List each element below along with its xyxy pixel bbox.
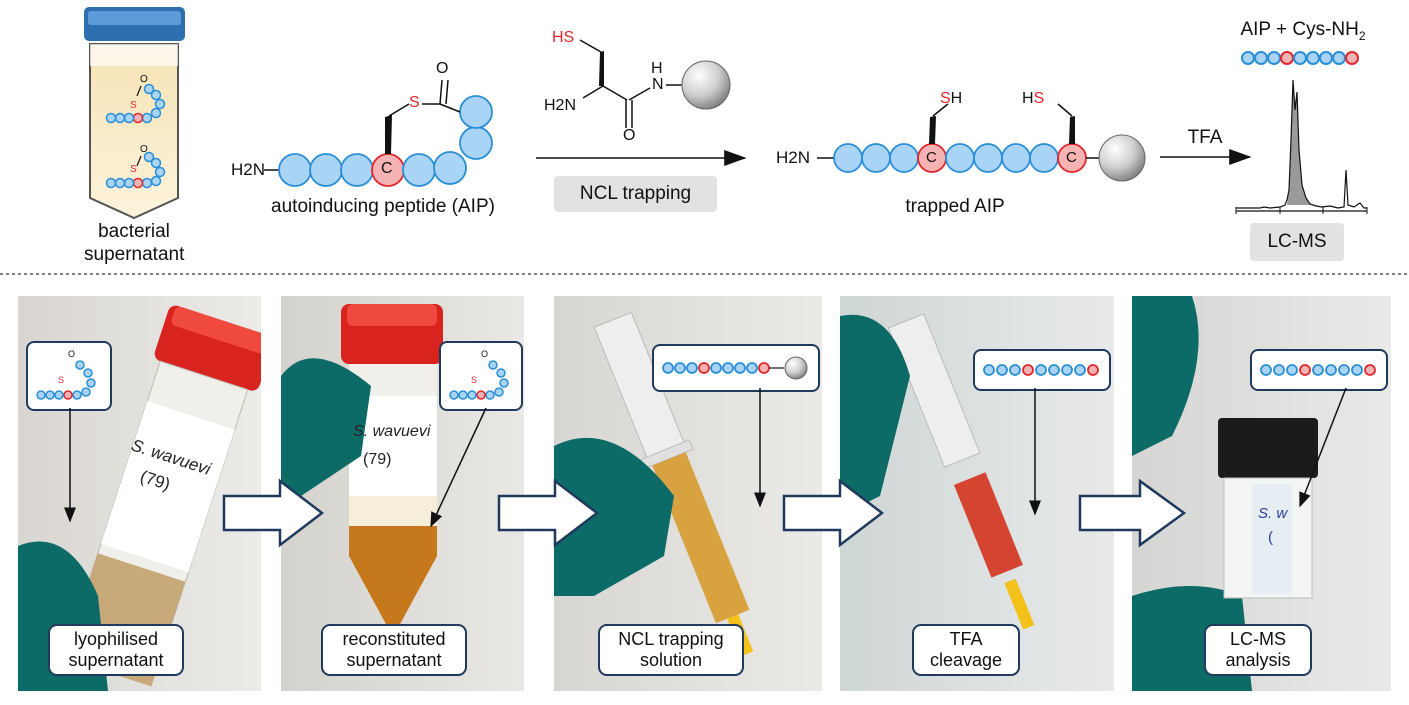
trapped-aip-diagram	[817, 103, 1146, 182]
aip-sulfur-letter: S	[409, 94, 420, 111]
trapped-cys-letter-1: C	[926, 149, 937, 166]
reagent-h2n: H2N	[544, 97, 577, 114]
product-label: AIP + Cys-NH2	[1240, 19, 1366, 43]
tfa-label: TFA	[1187, 127, 1223, 148]
step-arrow-4	[1078, 478, 1187, 548]
aip-cys-letter: C	[381, 160, 393, 177]
svg-text:O: O	[140, 74, 148, 85]
svg-text:(: (	[1268, 529, 1273, 546]
inset-linear-peptide-1	[973, 349, 1111, 391]
lcms-chromatogram	[1235, 79, 1368, 214]
svg-text:O: O	[140, 144, 148, 155]
caption-line: LC-MS	[1229, 629, 1286, 649]
caption-line: solution	[639, 650, 703, 670]
caption-line: reconstituted	[342, 629, 446, 649]
aip-oxygen-letter: O	[436, 60, 449, 77]
inset-peptide-resin	[652, 344, 820, 392]
falcon-tube-icon: O S O S	[84, 7, 185, 220]
inset-thiolactone-2: O S	[439, 341, 523, 411]
ncl-trapping-chip: NCL trapping	[554, 176, 717, 212]
svg-text:S: S	[471, 375, 477, 385]
trapped-sh: SH	[940, 90, 963, 107]
cys-resin-reagent	[579, 39, 731, 128]
caption-line: supernatant	[68, 650, 164, 670]
svg-text:S: S	[130, 164, 137, 175]
svg-text:S: S	[58, 375, 64, 385]
step-arrow-2	[497, 478, 600, 548]
tube-label-line1: bacterial	[98, 221, 170, 242]
trapped-hs: HS	[1022, 90, 1045, 107]
reagent-n: N	[652, 76, 664, 93]
trapped-cys-letter-2: C	[1066, 149, 1077, 166]
aip-label: autoinducing peptide (AIP)	[271, 196, 495, 217]
aip-product-beads	[1241, 51, 1359, 65]
reagent-hs: HS	[552, 29, 575, 46]
tube-label-line2: supernatant	[84, 244, 185, 265]
svg-text:(79): (79)	[363, 451, 391, 468]
reagent-o: O	[623, 127, 636, 144]
svg-text:O: O	[68, 349, 75, 359]
caption-line: NCL trapping	[618, 629, 724, 649]
svg-text:S: S	[130, 100, 137, 111]
svg-text:S. wavuevi: S. wavuevi	[353, 423, 431, 440]
lcms-chip: LC-MS	[1250, 223, 1344, 261]
syringe-photo-2	[840, 313, 1035, 630]
tube-photo-1: S. wavuevi (79)	[18, 305, 261, 691]
caption-line: TFA	[949, 629, 983, 649]
svg-text:O: O	[481, 349, 488, 359]
tube-photo-2: S. wavuevi (79)	[281, 304, 443, 626]
inset-thiolactone-1: O S	[26, 341, 112, 411]
aip-n-terminus: H2N	[231, 160, 266, 179]
caption-line: supernatant	[346, 650, 442, 670]
step-arrow-3	[782, 478, 885, 548]
svg-text:S. w: S. w	[1258, 505, 1288, 522]
caption-line: lyophilised	[73, 629, 159, 649]
reagent-h: H	[651, 60, 663, 77]
trapped-aip-label: trapped AIP	[905, 196, 1005, 217]
reaction-scheme: O S O S	[0, 7, 1409, 275]
step-arrow-1	[222, 478, 325, 548]
caption-line: cleavage	[929, 650, 1003, 670]
caption-line: analysis	[1225, 650, 1291, 670]
trapped-n-terminus: H2N	[776, 148, 811, 167]
aip-peptide-diagram	[264, 79, 493, 187]
inset-linear-peptide-2	[1250, 349, 1388, 391]
